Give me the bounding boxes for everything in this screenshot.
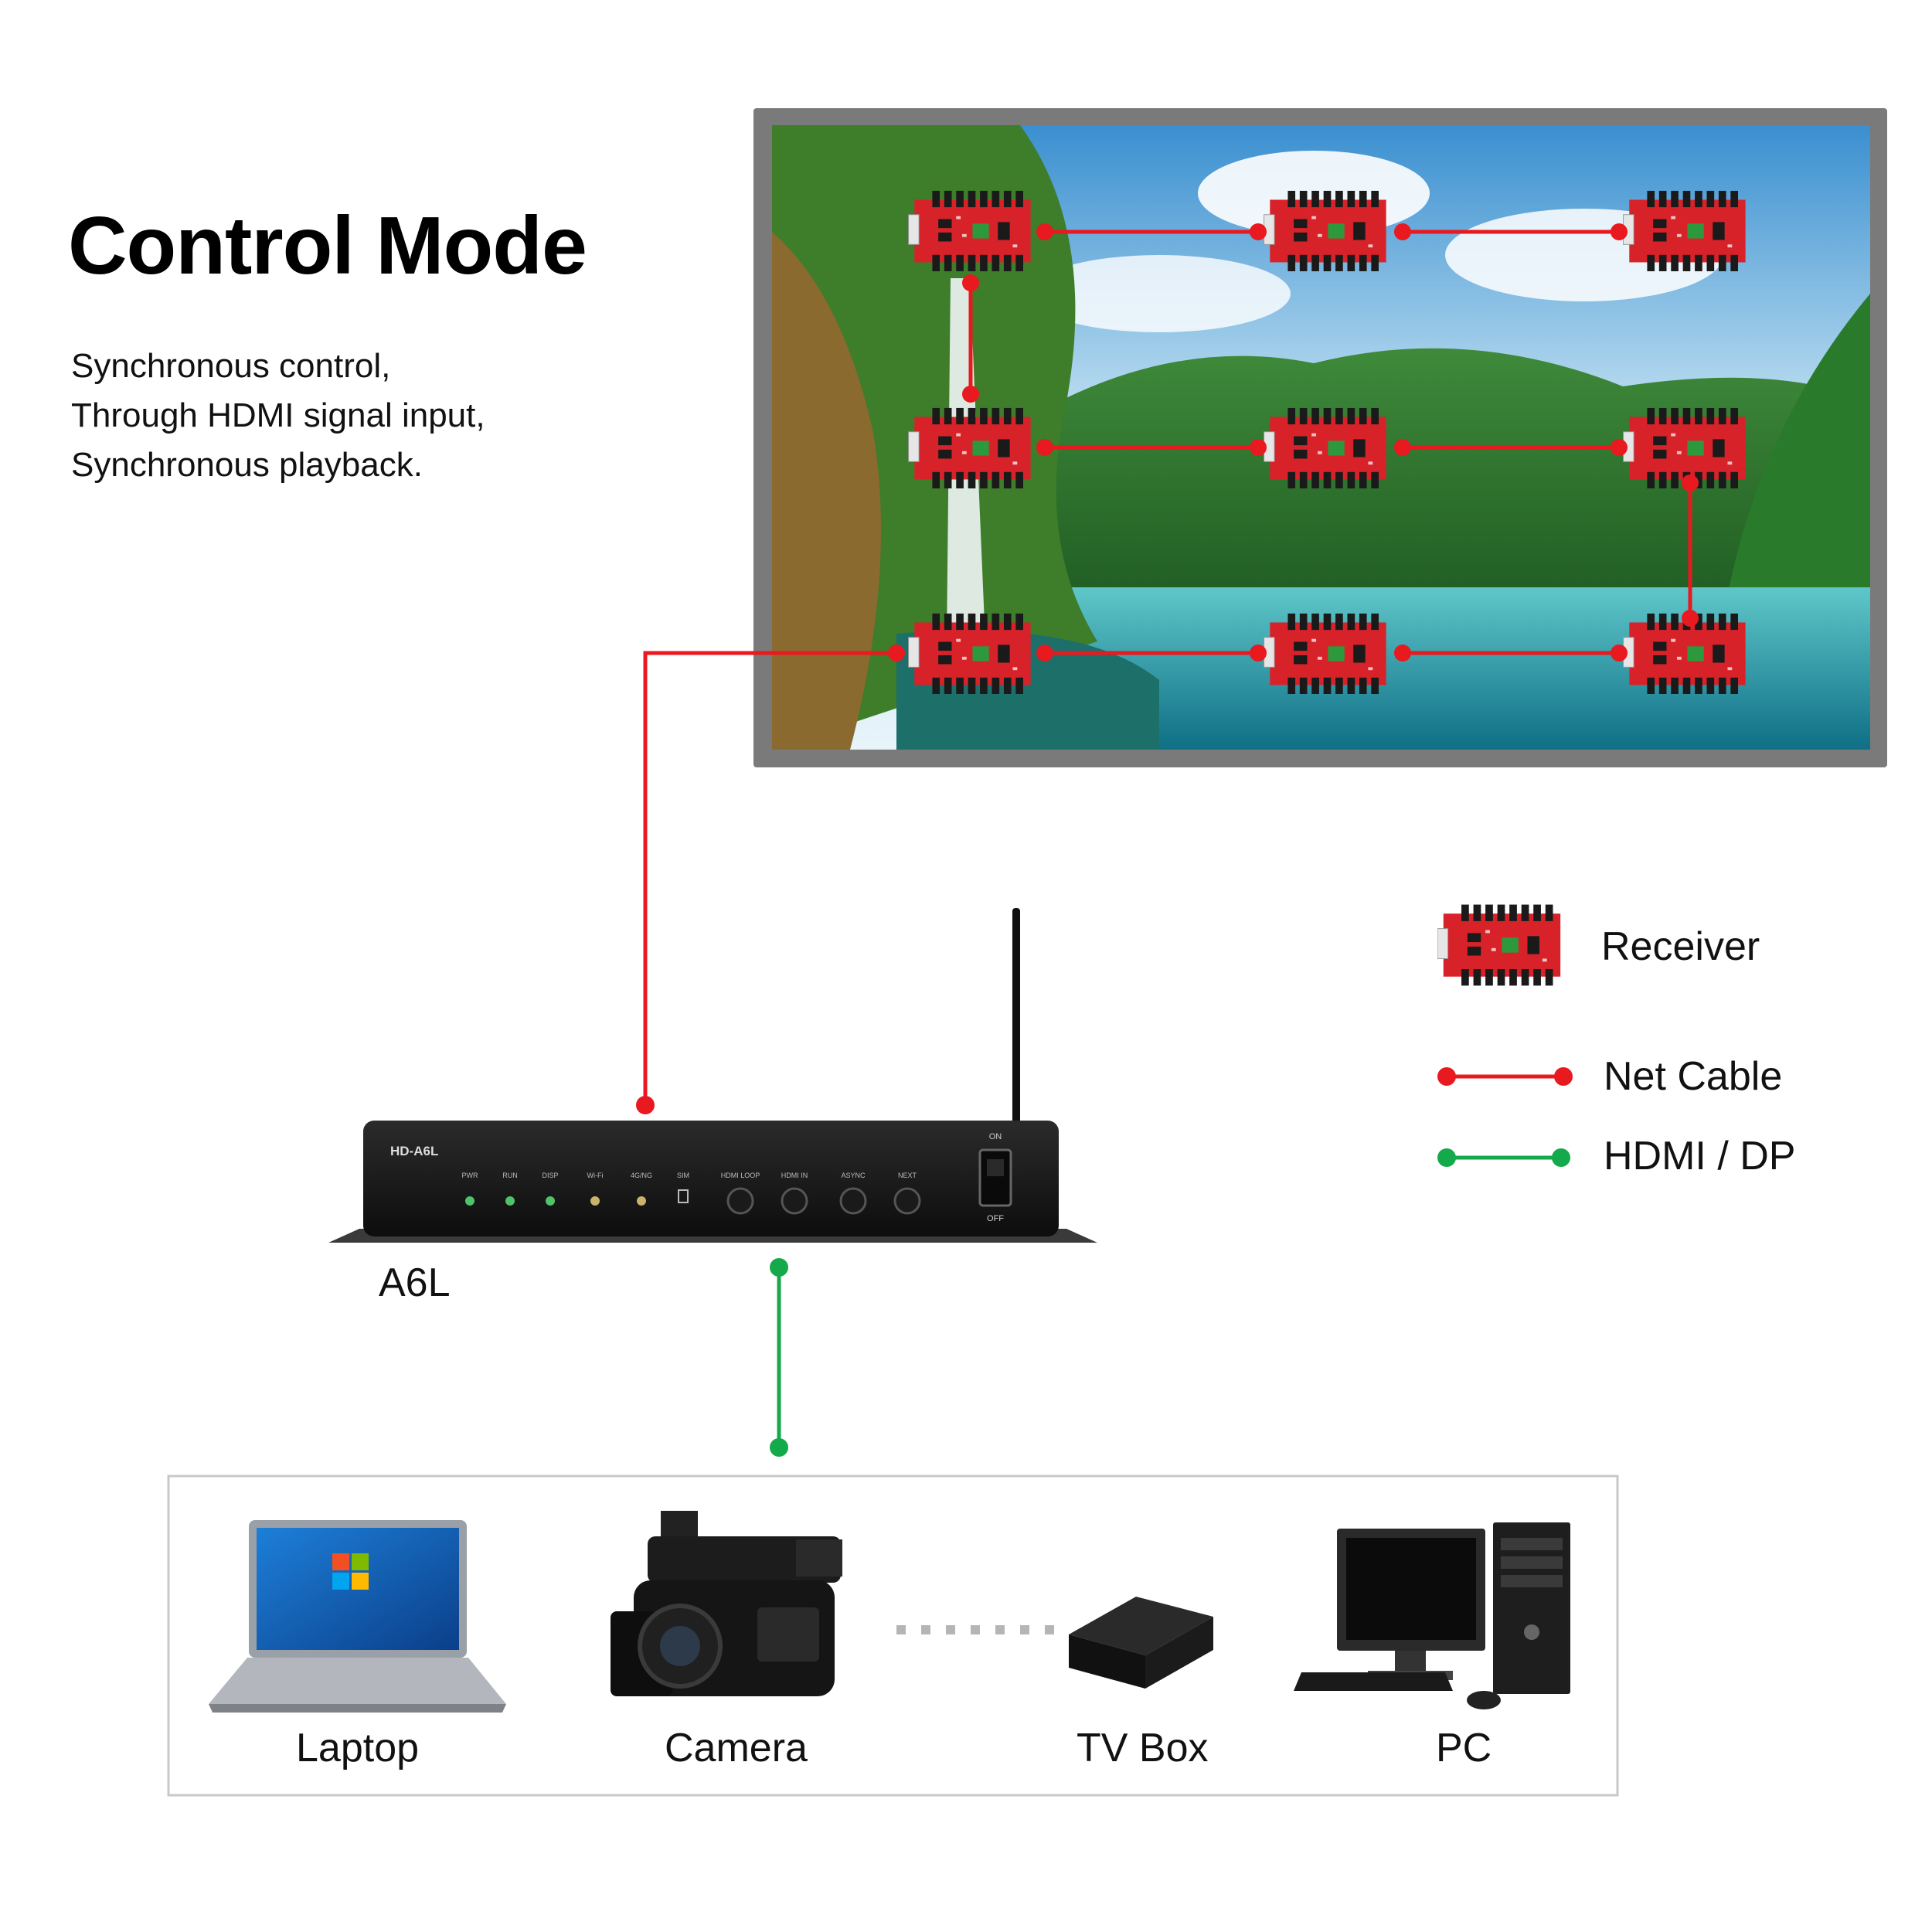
receiver-card — [1264, 614, 1386, 694]
model-plate: HD-A6L — [390, 1144, 438, 1158]
receiver-card — [1264, 408, 1386, 488]
receiver-card — [1624, 191, 1746, 271]
panel-label: PWR — [462, 1172, 478, 1179]
receiver-card — [909, 191, 1031, 271]
switch-on-label: ON — [989, 1132, 1002, 1141]
antenna-icon — [1012, 908, 1020, 1132]
panel-label: RUN — [502, 1172, 518, 1179]
panel-label: HDMI LOOP — [721, 1172, 760, 1179]
camera-icon — [611, 1511, 842, 1696]
controller-a6l: HD-A6L PWR RUN DISP Wi-Fi 4G/NG SIM HDMI… — [328, 908, 1097, 1243]
tv-box-icon — [1069, 1597, 1213, 1689]
legend-receiver-icon — [1437, 905, 1560, 986]
receiver-card — [1624, 614, 1746, 694]
source-label-tv-box: TV Box — [1077, 1725, 1209, 1771]
legend — [1437, 905, 1573, 1167]
source-label-camera: Camera — [665, 1725, 808, 1771]
panel-label: DISP — [542, 1172, 558, 1179]
switch-off-label: OFF — [987, 1214, 1004, 1223]
laptop-icon — [209, 1520, 506, 1713]
receiver-card — [1264, 191, 1386, 271]
panel-label: ASYNC — [841, 1172, 866, 1179]
panel-label: NEXT — [898, 1172, 917, 1179]
source-label-pc: PC — [1436, 1725, 1492, 1771]
panel-label: 4G/NG — [631, 1172, 652, 1179]
legend-net-cable-label: Net Cable — [1604, 1053, 1782, 1100]
panel-label: HDMI IN — [781, 1172, 808, 1179]
legend-receiver-label: Receiver — [1601, 923, 1760, 970]
more-devices-dots — [896, 1625, 1054, 1634]
hdmi-link — [770, 1258, 788, 1457]
controller-label: A6L — [379, 1260, 451, 1306]
legend-hdmi-label: HDMI / DP — [1604, 1133, 1795, 1179]
source-label-laptop: Laptop — [296, 1725, 419, 1771]
panel-label: SIM — [677, 1172, 689, 1179]
receiver-card — [1624, 408, 1746, 488]
pc-icon — [1294, 1522, 1570, 1709]
receiver-card — [909, 614, 1031, 694]
receiver-card — [909, 408, 1031, 488]
panel-label: Wi-Fi — [587, 1172, 604, 1179]
